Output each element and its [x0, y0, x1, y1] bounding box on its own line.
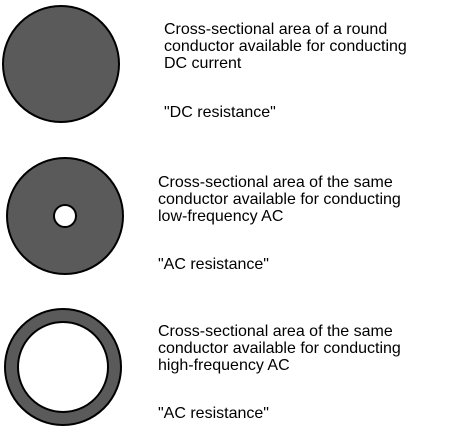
low-frequency-ac-description-line-1: Cross-sectional area of the same: [158, 174, 393, 191]
high-frequency-ac-resistance-label: "AC resistance": [158, 405, 269, 422]
low-frequency-ac-description: Cross-sectional area of the same conduct…: [158, 174, 452, 225]
dc-description-line-1: Cross-sectional area of a round: [164, 21, 388, 38]
low-frequency-ac-description-line-3: low-frequency AC: [158, 208, 284, 225]
high-frequency-ac-unused-core: [17, 321, 109, 413]
high-frequency-ac-description-line-1: Cross-sectional area of the same: [158, 323, 393, 340]
low-frequency-ac-resistance-label: "AC resistance": [158, 256, 269, 273]
low-frequency-ac-unused-core: [53, 204, 77, 228]
high-frequency-ac-description-line-3: high-frequency AC: [158, 357, 290, 374]
dc-description: Cross-sectional area of a round conducto…: [164, 21, 452, 72]
dc-conductor-area: [2, 5, 120, 123]
low-frequency-ac-description-line-2: conductor available for conducting: [158, 191, 401, 208]
dc-description-line-3: DC current: [164, 55, 242, 72]
dc-resistance-label: "DC resistance": [164, 104, 276, 121]
dc-conductor-cross-section: [2, 5, 120, 123]
high-frequency-ac-conductor-cross-section: [4, 308, 122, 426]
dc-description-line-2: conductor available for conducting: [164, 38, 407, 55]
low-frequency-ac-conductor-cross-section: [6, 157, 124, 275]
high-frequency-ac-description: Cross-sectional area of the same conduct…: [158, 323, 452, 374]
high-frequency-ac-description-line-2: conductor available for conducting: [158, 340, 401, 357]
